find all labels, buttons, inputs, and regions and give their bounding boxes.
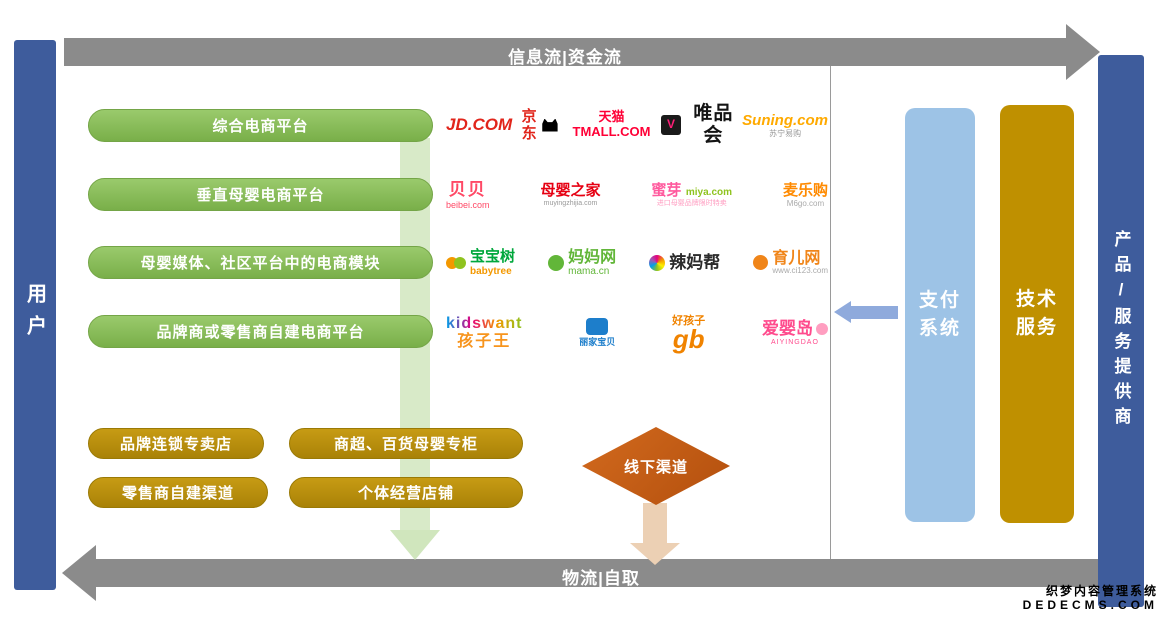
logo-row-vertical: 贝贝 beibei.com 母婴之家 muyingzhijia.com 蜜芽 m… [446,172,828,218]
babytree-tree-icon [446,257,466,269]
offline-pill-brand-chain-stores: 品牌连锁专卖店 [88,428,264,459]
platform-pill-brand-retailer: 品牌商或零售商自建电商平台 [88,315,433,348]
goodbaby-logo-text: gb [672,323,705,354]
logo-row-brand-retailer: kidswant 孩子王 丽家宝贝 好孩子 gb 爱婴岛 AIYINGDAO [446,303,828,363]
muyingzhijia-logo: 母婴之家 muyingzhijia.com [540,182,600,207]
payment-left-arrow [850,306,898,319]
beibei-logo-text: 贝贝 [448,180,487,200]
providers-bar: 产品/服务提供商 [1098,55,1144,607]
miya-logo: 蜜芽 miya.com 进口母婴品牌限时特卖 [651,182,732,208]
tmall-logo: 天猫TMALL.COM [542,109,661,140]
yuerwang-logo: 育儿网 www.ci123.com [753,250,828,276]
lamabang-pinwheel-icon [649,254,666,271]
babytree-logo: 宝宝树 babytree [446,249,515,277]
aiyingdao-logo-en-text: AIYINGDAO [771,338,819,346]
bottom-flow-arrowhead-icon [62,545,96,601]
vipshop-logo: V 唯品会 [661,103,742,147]
kidswant-logo-cn-text: 孩子王 [457,333,512,350]
bottom-flow-arrow [96,559,1106,587]
logo-row-comprehensive: JD.COM 京东 天猫TMALL.COM V 唯品会 Suning.com 苏… [446,103,828,147]
vipshop-logo-text: 唯品会 [693,103,734,146]
beibei-logo-url-text: beibei.com [446,199,490,210]
mamawang-logo: 妈妈网 mama.cn [548,248,617,278]
miya-logo-url-text: miya.com [685,186,733,198]
payment-left-arrowhead-icon [834,301,851,323]
providers-bar-label: 产品/服务提供商 [1111,230,1131,432]
jd-logo-text: JD.COM [446,115,513,135]
babytree-logo-text: 宝宝树 [470,248,516,266]
offline-pill-individual-shops: 个体经营店铺 [289,477,523,508]
platform-pill-media-community: 母婴媒体、社区平台中的电商模块 [88,246,433,279]
muyingzhijia-logo-sub-text: muyingzhijia.com [543,199,598,207]
kidswant-logo: kidswant 孩子王 [446,315,522,352]
tmall-logo-text: 天猫TMALL.COM [572,109,651,139]
bottom-flow-label: 物流|自取 [562,569,640,588]
offline-down-arrow [643,503,667,543]
payment-label-line1: 支付 [918,289,961,311]
yuerwang-logo-url-text: www.ci123.com [772,266,828,276]
babytree-logo-en-text: babytree [470,265,512,277]
jd-logo: JD.COM 京东 [446,108,542,143]
tech-label-line1: 技术 [1015,288,1058,310]
watermark: 织梦内容管理系统 DEDECMS.COM [1023,584,1158,613]
miya-logo-text: 蜜芽 [651,181,682,199]
offline-down-arrowhead-icon [630,543,680,565]
mamawang-face-icon [548,255,565,271]
lijiabaobei-logo-text: 丽家宝贝 [579,337,616,348]
suning-logo: Suning.com 苏宁易购 [742,112,828,138]
top-flow-label: 信息流|资金流 [508,48,622,67]
vipshop-badge-icon: V [661,115,681,135]
mamawang-logo-url-text: mama.cn [568,266,610,278]
mailegou-logo: 麦乐购 M6go.com [783,182,828,208]
vertical-divider [830,66,831,559]
miya-logo-line: 蜜芽 miya.com [651,182,732,200]
watermark-en-text: DEDECMS.COM [1022,598,1158,613]
payment-label-line2: 系统 [918,318,961,339]
watermark-cn-text: 织梦内容管理系统 [1045,584,1158,598]
lamabang-logo-text: 辣妈帮 [669,253,721,273]
beibei-logo: 贝贝 beibei.com [446,180,490,210]
yuerwang-logo-text: 育儿网 [772,249,821,267]
logo-row-media-community: 宝宝树 babytree 妈妈网 mama.cn 辣妈帮 育儿网 www.ci1… [446,243,828,283]
mamawang-logo-text: 妈妈网 [568,248,617,266]
users-bar: 用户 [14,40,56,590]
miya-logo-slogan-text: 进口母婴品牌限时特卖 [656,200,727,208]
goodbaby-logo: 好孩子 gb [672,314,706,354]
aiyingdao-baby-icon [815,322,828,335]
users-bar-label: 用户 [23,283,46,347]
aiyingdao-logo-text: 爱婴岛 [761,319,813,339]
lamabang-logo: 辣妈帮 [649,253,720,273]
suning-logo-sub-text: 苏宁易购 [769,129,802,139]
tech-label-line2: 服务 [1015,317,1058,338]
top-flow-arrowhead-icon [1066,24,1100,80]
goodbaby-logo-cn-text: 好孩子 [672,314,706,327]
payment-system-block: 支付 系统 [905,108,975,522]
kidswant-logo-text: kidswant [446,314,523,332]
lijiabaobei-logo: 丽家宝贝 [579,318,615,347]
aiyingdao-logo: 爱婴岛 AIYINGDAO [762,319,828,347]
offline-pill-supermarket-counters: 商超、百货母婴专柜 [289,428,523,459]
mailegou-logo-url-text: M6go.com [786,199,825,209]
top-flow-arrow [64,38,1066,66]
yuerwang-baby-icon [753,255,769,271]
tmall-cat-icon [542,118,558,132]
online-channel-down-arrowhead-icon [390,530,440,560]
offline-channel-diamond: 线下渠道 [582,427,730,505]
tech-service-block: 技术 服务 [1000,105,1074,523]
suning-logo-text: Suning.com [742,111,828,129]
mailegou-logo-text: 麦乐购 [782,181,828,199]
platform-pill-vertical: 垂直母婴电商平台 [88,178,433,211]
lijiabaobei-mark-icon [586,318,609,336]
muyingzhijia-logo-text: 母婴之家 [540,182,601,200]
offline-pill-retailer-channels: 零售商自建渠道 [88,477,268,508]
platform-pill-comprehensive: 综合电商平台 [88,109,433,142]
jd-logo-cn-text: 京东 [521,107,537,142]
